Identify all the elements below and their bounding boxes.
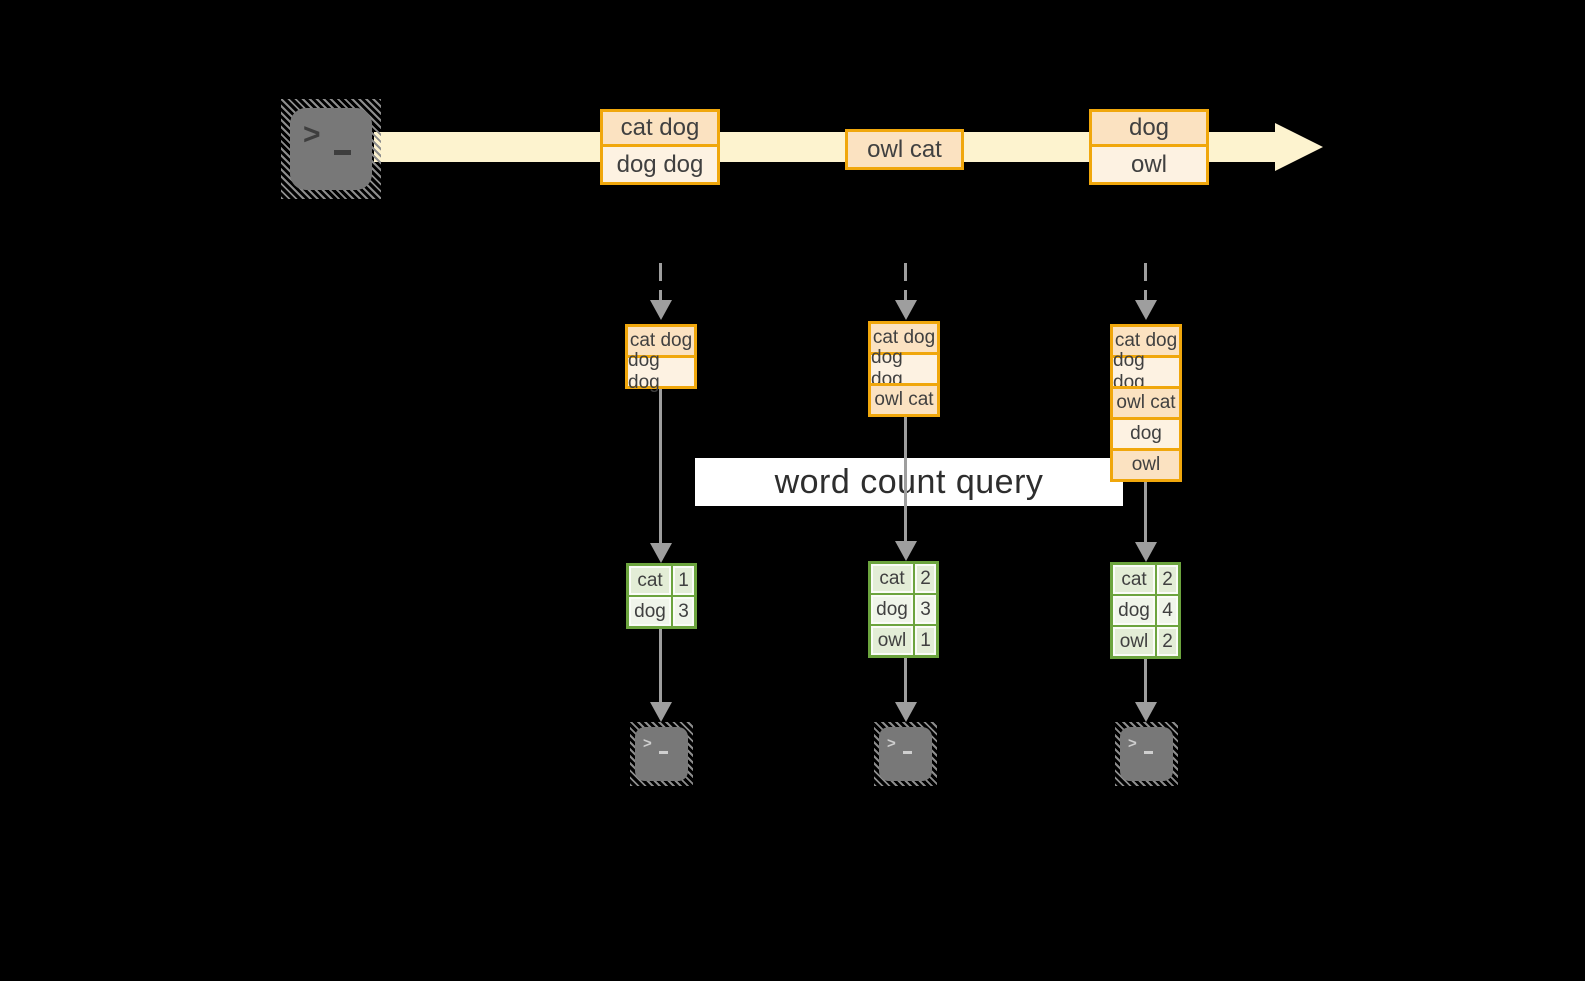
table3-count-dog: 4 <box>1157 596 1178 625</box>
dashed-arrowhead-col2 <box>895 300 917 320</box>
count-table3: cat 2 dog 4 owl 2 <box>1110 562 1181 659</box>
terminal-screen: > <box>635 727 688 781</box>
arrow-line-state2-to-table2 <box>904 417 907 541</box>
terminal-prompt-icon: > <box>303 118 321 151</box>
state3-row3: owl cat <box>1110 386 1182 420</box>
terminal-screen: > <box>1120 727 1173 781</box>
terminal-prompt-icon: > <box>1128 735 1137 752</box>
table1-word-dog: dog <box>629 597 671 626</box>
output-terminal-icon-1: > <box>630 722 693 786</box>
dashed-arrowhead-col1 <box>650 300 672 320</box>
count-table2: cat 2 dog 3 owl 1 <box>868 561 939 658</box>
table2-word-dog: dog <box>871 595 913 624</box>
state1-row1: cat dog <box>625 324 697 358</box>
table3-word-cat: cat <box>1113 565 1155 594</box>
arrowhead-output3 <box>1135 702 1157 722</box>
terminal-screen: > <box>290 108 372 190</box>
arrowhead-table3 <box>1135 542 1157 562</box>
arrowhead-table2 <box>895 541 917 561</box>
stream-batch1-line2: dog dog <box>600 144 720 185</box>
arrow-line-table1-to-output1 <box>659 629 662 702</box>
dashed-arrow-line-col3 <box>1144 263 1147 301</box>
arrow-line-state1-to-table1 <box>659 389 662 543</box>
state2-row3: owl cat <box>868 383 940 417</box>
arrow-line-table3-to-output3 <box>1144 659 1147 702</box>
stream-batch2-line1: owl cat <box>845 129 964 170</box>
table2-count-cat: 2 <box>915 564 936 593</box>
stream-batch3-line1: dog <box>1089 109 1209 147</box>
dashed-arrow-line-col1 <box>659 263 662 301</box>
table2-count-dog: 3 <box>915 595 936 624</box>
table2-word-cat: cat <box>871 564 913 593</box>
table3-word-owl: owl <box>1113 627 1155 656</box>
dashed-arrow-line-col2 <box>904 263 907 301</box>
table2-count-owl: 1 <box>915 626 936 655</box>
output-terminal-icon-2: > <box>874 722 937 786</box>
count-table1: cat 1 dog 3 <box>626 563 697 629</box>
state2-row2: dog dog <box>868 347 940 390</box>
table1-word-cat: cat <box>629 566 671 595</box>
terminal-screen: > <box>879 727 932 781</box>
state1-row2: dog dog <box>625 350 697 393</box>
terminal-prompt-icon: > <box>887 735 896 752</box>
state3-row2: dog dog <box>1110 350 1182 393</box>
table2-word-owl: owl <box>871 626 913 655</box>
terminal-prompt-icon: > <box>643 735 652 752</box>
input-terminal-icon: > <box>281 99 381 199</box>
table3-count-cat: 2 <box>1157 565 1178 594</box>
table3-count-owl: 2 <box>1157 627 1178 656</box>
arrowhead-output1 <box>650 702 672 722</box>
table1-count-cat: 1 <box>673 566 694 595</box>
state3-row5: owl <box>1110 448 1182 482</box>
terminal-cursor-icon <box>1144 751 1153 754</box>
state3-row4: dog <box>1110 417 1182 451</box>
stream-batch1-line1: cat dog <box>600 109 720 147</box>
arrow-line-state3-to-table3 <box>1144 482 1147 542</box>
stream-batch3-line2: owl <box>1089 144 1209 185</box>
arrowhead-table1 <box>650 543 672 563</box>
table3-word-dog: dog <box>1113 596 1155 625</box>
terminal-cursor-icon <box>659 751 668 754</box>
table1-count-dog: 3 <box>673 597 694 626</box>
terminal-cursor-icon <box>903 751 912 754</box>
dashed-arrowhead-col3 <box>1135 300 1157 320</box>
state3-row1: cat dog <box>1110 324 1182 358</box>
output-terminal-icon-3: > <box>1115 722 1178 786</box>
terminal-cursor-icon <box>334 150 351 155</box>
stream-arrowhead-icon <box>1275 123 1323 171</box>
arrowhead-output2 <box>895 702 917 722</box>
query-label: word count query <box>774 462 1044 501</box>
arrow-line-table2-to-output2 <box>904 658 907 702</box>
query-band: word count query <box>695 458 1123 506</box>
